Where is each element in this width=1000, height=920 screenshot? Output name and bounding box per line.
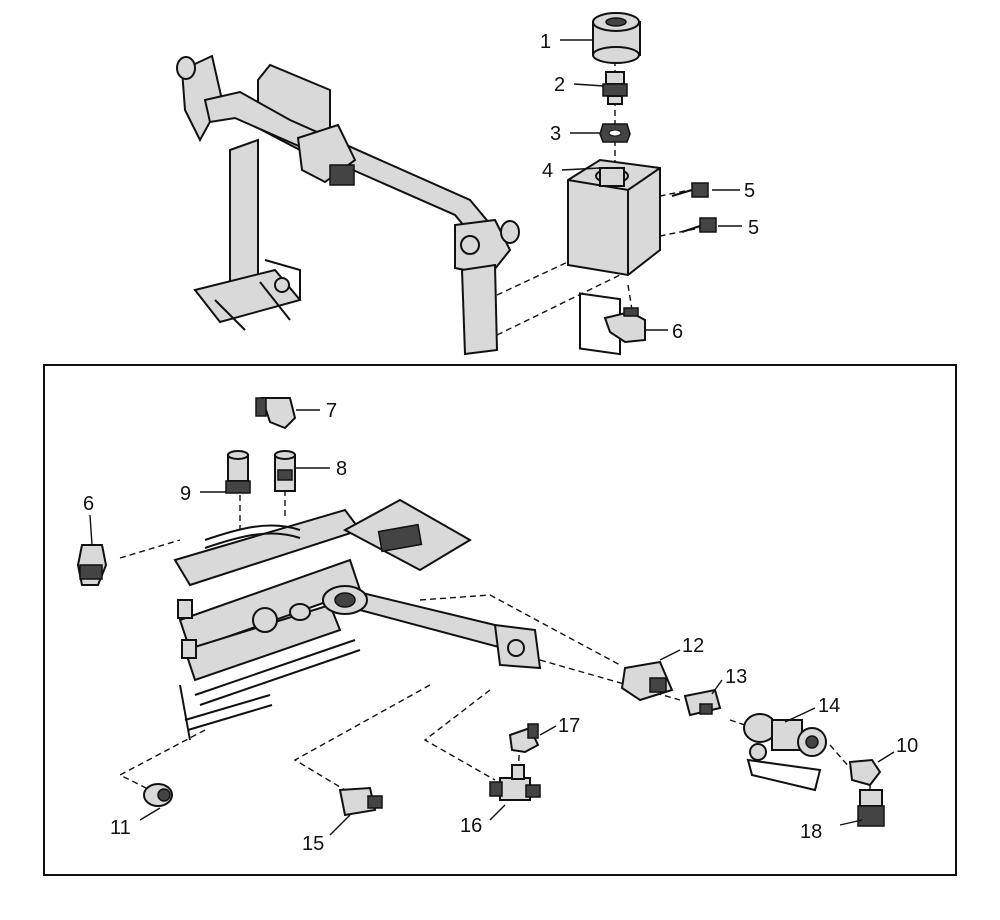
callout-4: 4 [542,160,553,182]
part-11-fitting [143,783,173,807]
callout-numbers: 1 2 3 4 5 5 6 7 8 9 6 12 13 14 10 17 11 … [83,31,918,855]
callout-6b: 6 [83,493,94,515]
chassis-assembly [173,498,542,741]
part-9-plug [225,450,251,494]
part-6-elbow-lower [76,544,108,586]
callout-16: 16 [460,815,482,837]
callout-15: 15 [302,833,324,855]
upper-frame-assembly [176,54,520,356]
part-4-box [567,158,661,356]
callout-5a: 5 [744,180,755,202]
part-15-tee [338,786,383,817]
callout-14: 14 [818,695,840,717]
detail-frame [43,364,957,876]
callout-10: 10 [896,735,918,757]
callout-1: 1 [540,31,551,53]
part-17-elbow [508,723,540,754]
callout-3: 3 [550,123,561,145]
callout-6a: 6 [672,321,683,343]
callout-8: 8 [336,458,347,480]
part-6-elbow-upper [603,307,646,344]
callout-9: 9 [180,483,191,505]
part-12-valve [620,660,674,702]
callout-7: 7 [326,400,337,422]
part-3-nut [599,123,631,143]
part-2-fitting [602,71,628,105]
part-8-tee [274,450,296,492]
part-10-elbow [848,758,882,787]
callout-11: 11 [110,817,131,839]
part-5-bolt-upper [671,182,709,198]
part-16-tee [489,764,541,801]
leader-lines [89,39,895,836]
callout-17: 17 [558,715,580,737]
part-13-tee [683,688,722,717]
callout-12: 12 [682,635,704,657]
part-1-cap [592,12,641,64]
part-14-valve-assembly [743,713,827,792]
callout-5b: 5 [748,217,759,239]
callout-13: 13 [725,666,747,688]
part-7-elbow [255,397,297,430]
part-5-bolt-lower [681,217,717,233]
callout-18: 18 [800,821,822,843]
part-18-fitting [857,789,885,827]
callout-2: 2 [554,74,565,96]
